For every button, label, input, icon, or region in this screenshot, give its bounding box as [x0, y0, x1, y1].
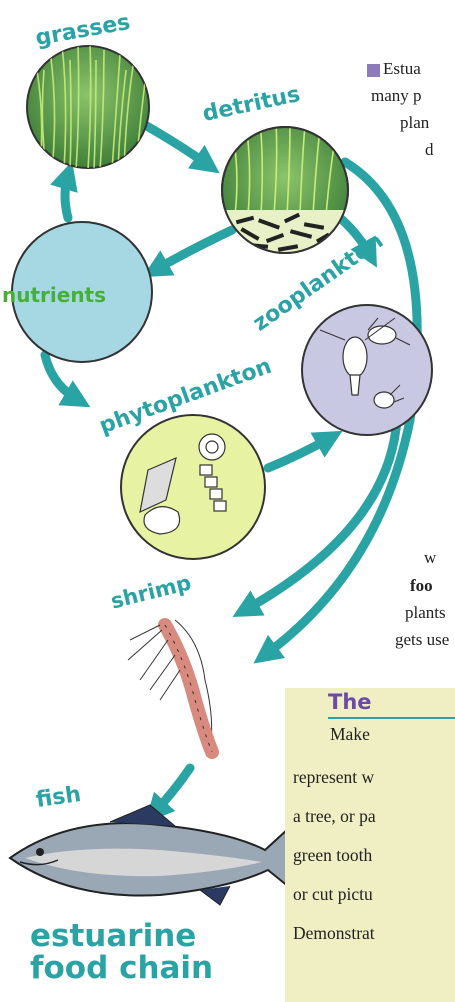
diagram-title: estuarine food chain: [30, 920, 213, 984]
fish-icon: [10, 805, 305, 905]
arrow-nutrients-to-grasses: [65, 175, 68, 218]
body-line-4: d: [425, 140, 434, 160]
body-line-7: plants: [405, 603, 446, 623]
body-line-8: gets use: [395, 630, 449, 650]
activity-line-4: green tooth: [293, 845, 372, 866]
grasses-node: [27, 45, 149, 170]
title-line-2: food chain: [30, 952, 213, 984]
activity-line-3: a tree, or pa: [293, 806, 376, 827]
square-bullet-icon: [367, 64, 380, 77]
arrow-shrimp-to-fish: [155, 768, 190, 812]
activity-line-6: Demonstrat: [293, 923, 375, 944]
body-line-2: many p: [371, 86, 422, 106]
zooplankton-node: [302, 305, 432, 435]
activity-line-1: Make: [330, 724, 370, 745]
body-line-3: plan: [400, 113, 429, 133]
detritus-node: [220, 122, 350, 260]
arrow-grasses-to-detritus: [145, 125, 208, 165]
body-line-1: Estua: [383, 59, 421, 79]
arrow-detritus-to-nutrients: [155, 230, 232, 270]
activity-line-2: represent w: [293, 767, 374, 788]
phytoplankton-node: [121, 415, 265, 559]
body-line-6: foo: [410, 576, 433, 596]
activity-title: The: [328, 690, 372, 714]
activity-line-5: or cut pictu: [293, 884, 373, 905]
title-line-1: estuarine: [30, 920, 213, 952]
label-nutrients: nutrients: [2, 283, 106, 307]
arrow-phytoplankton-to-zooplankton: [268, 438, 330, 468]
shrimp-icon: [128, 620, 212, 752]
body-line-5: w: [424, 548, 436, 568]
activity-title-underline: [328, 717, 455, 719]
